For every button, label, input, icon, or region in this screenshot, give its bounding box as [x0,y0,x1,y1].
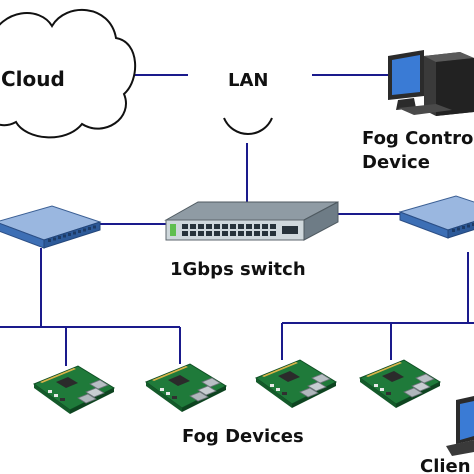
fog-devices-label: Fog Devices [182,426,304,447]
right-switch-icon [399,195,474,239]
fog-device-3-icon [255,359,337,409]
lan-label: LAN [228,70,268,91]
cloud-icon [0,8,137,139]
laptop-icon [446,396,474,456]
connection-lines [0,74,474,366]
fog-controller-label-line1: Fog Contro [362,128,473,149]
cloud-label: Cloud [1,67,65,91]
fog-device-1-icon [33,365,115,415]
client-label: Clien [420,456,471,474]
switch-label: 1Gbps switch [170,259,306,280]
lan-arc-icon [223,117,273,135]
desktop-computer-icon [388,50,474,116]
network-switch-icon [164,201,339,241]
fog-controller-label-line2: Device [362,152,430,173]
left-switch-icon [0,205,101,249]
fog-device-4-icon [359,359,441,409]
fog-device-2-icon [145,363,227,413]
